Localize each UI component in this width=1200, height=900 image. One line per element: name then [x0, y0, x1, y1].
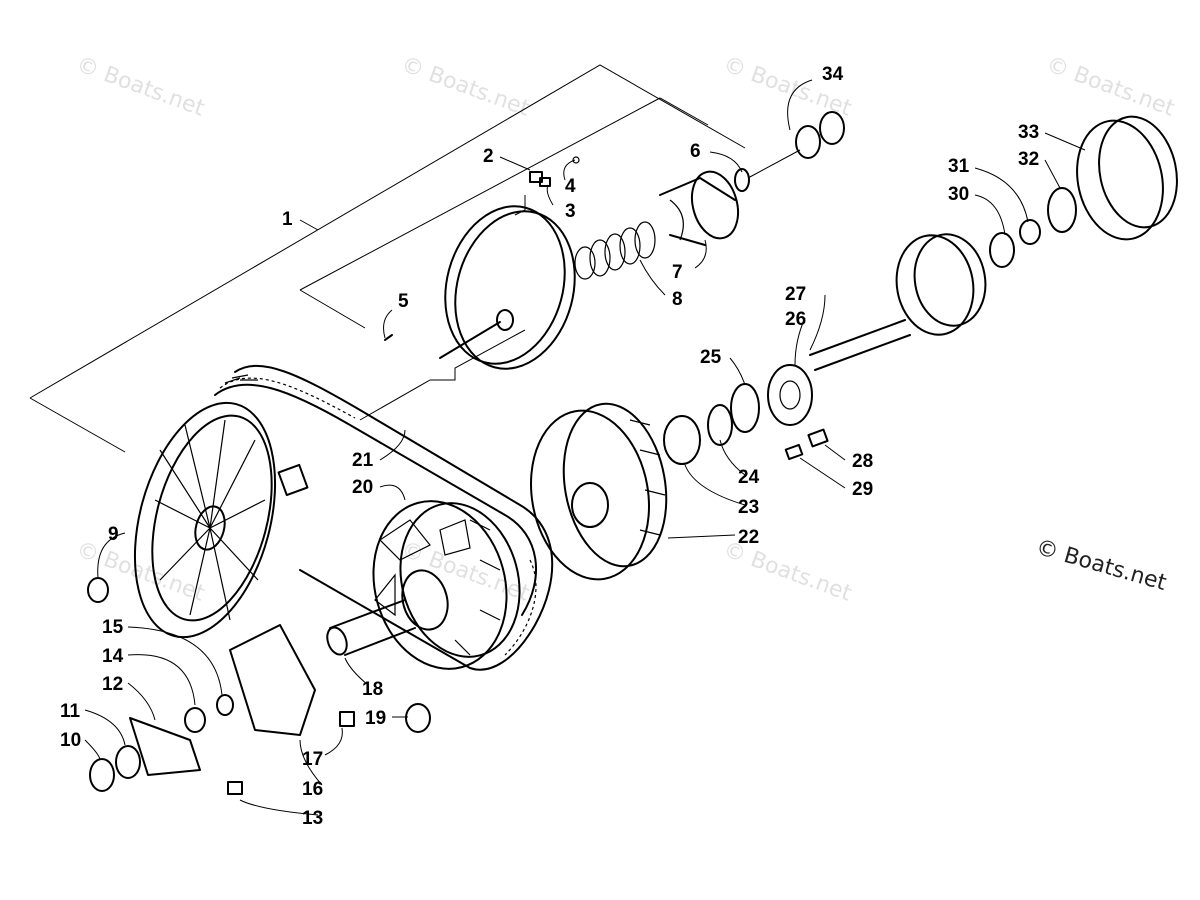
watermark-group: © Boats.net © Boats.net © Boats.net © Bo…	[73, 52, 1178, 607]
snap-ring	[734, 149, 801, 192]
callout-21: 21	[352, 450, 374, 471]
callout-14: 14	[102, 646, 124, 667]
rings	[795, 111, 845, 159]
callout-25: 25	[700, 347, 722, 368]
callout-15: 15	[102, 617, 124, 638]
callout-33: 33	[1018, 122, 1039, 143]
callout-20: 20	[352, 477, 373, 498]
callout-4: 4	[565, 176, 576, 197]
pin	[384, 334, 393, 341]
watermark-2: © Boats.net	[398, 52, 533, 122]
watermark-6: © Boats.net	[398, 537, 533, 607]
callout-30: 30	[948, 184, 969, 205]
callout-10: 10	[60, 730, 81, 751]
watermark-4: © Boats.net	[1043, 52, 1178, 122]
drive-sheave	[133, 401, 309, 639]
callout-18: 18	[362, 679, 383, 700]
callout-29: 29	[852, 479, 873, 500]
bearing-stack	[663, 364, 813, 465]
callout-leaders	[84, 79, 1086, 816]
callout-32: 32	[1018, 149, 1039, 170]
callout-34: 34	[822, 64, 844, 85]
callout-2: 2	[483, 146, 494, 167]
sheave-22	[530, 402, 668, 581]
driven-clutch	[372, 500, 521, 670]
callout-28: 28	[852, 451, 873, 472]
callout-24: 24	[738, 467, 760, 488]
callout-23: 23	[738, 497, 759, 518]
output-shaft	[809, 233, 987, 371]
callout-31: 31	[948, 156, 970, 177]
weight-bolts	[529, 156, 580, 187]
callout-17: 17	[302, 749, 323, 770]
watermark-1: © Boats.net	[73, 52, 208, 122]
callout-6: 6	[690, 141, 701, 162]
callout-27: 27	[785, 284, 806, 305]
clutch-parts-right	[989, 115, 1178, 268]
bolt-28	[784, 428, 829, 461]
callout-labels: 1 2 3 4 5 6 7 8 9 10 11 12 13 14 15 16 1…	[60, 64, 1039, 829]
callout-1: 1	[282, 209, 293, 230]
callout-3: 3	[565, 201, 576, 222]
callout-5: 5	[398, 291, 409, 312]
cam-spider	[659, 170, 740, 246]
callout-8: 8	[672, 289, 683, 310]
drive-belt	[214, 364, 554, 671]
callout-22: 22	[738, 527, 759, 548]
spring	[574, 221, 656, 280]
callout-7: 7	[672, 262, 683, 283]
callout-13: 13	[302, 808, 323, 829]
assembly-bracket	[29, 64, 746, 453]
movable-sheave	[439, 205, 576, 370]
callout-19: 19	[365, 708, 386, 729]
callout-26: 26	[785, 309, 806, 330]
lower-parts	[87, 577, 431, 795]
callout-16: 16	[302, 779, 323, 800]
shaft	[326, 599, 416, 656]
callout-12: 12	[102, 674, 123, 695]
callout-9: 9	[108, 524, 119, 545]
callout-11: 11	[60, 701, 81, 722]
